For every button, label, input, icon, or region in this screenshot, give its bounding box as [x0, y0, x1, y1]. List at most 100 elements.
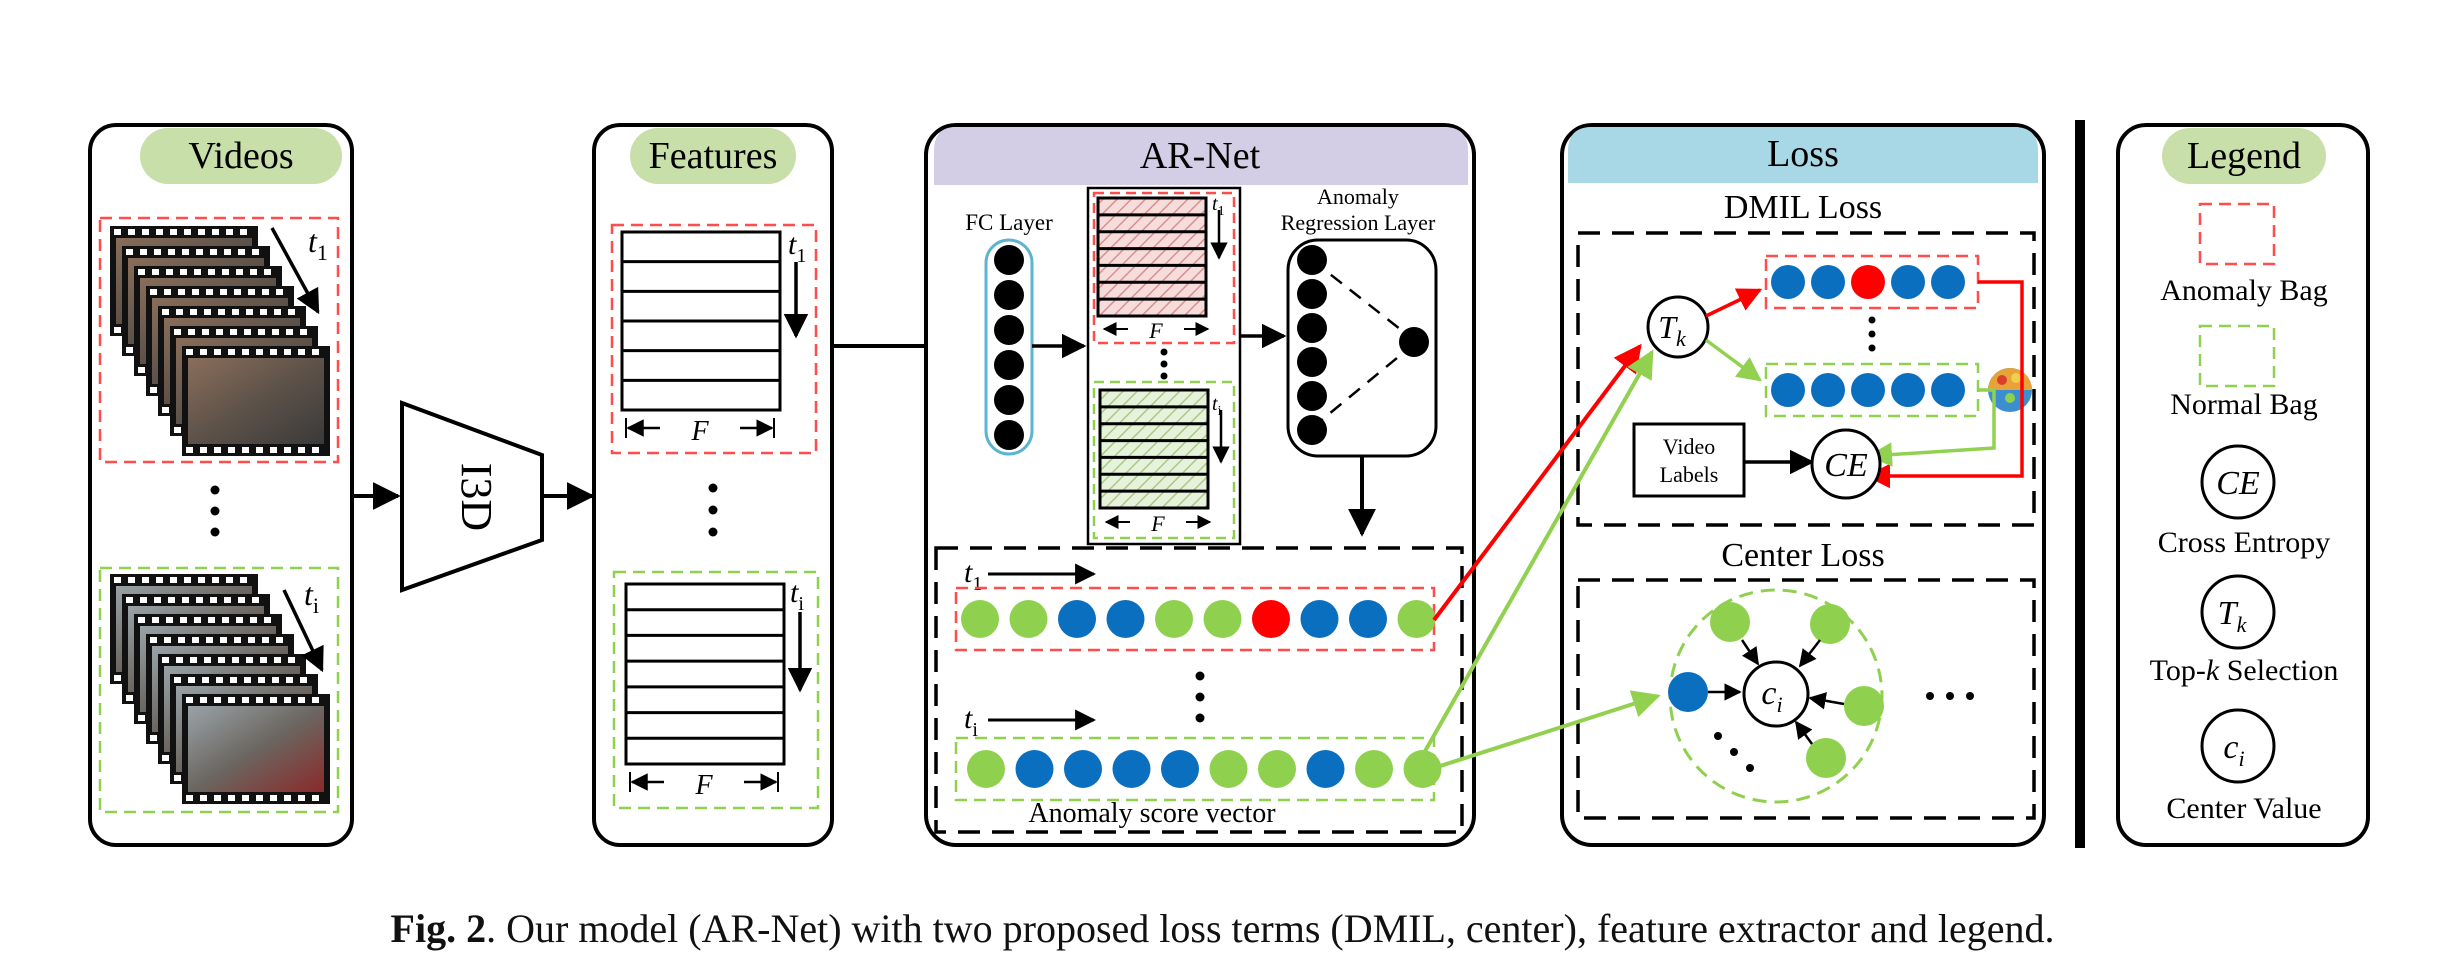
score-node	[1771, 373, 1805, 407]
normal-bag-video	[98, 566, 340, 814]
center-loss-area	[1576, 578, 2036, 820]
figure-caption: Fig. 2. Our model (AR-Net) with two prop…	[0, 905, 2445, 952]
svg-text:t1: t1	[964, 556, 982, 595]
score-node	[1161, 750, 1199, 788]
features-title: Features	[649, 135, 778, 177]
regression-label-2: Regression Layer	[1281, 210, 1436, 235]
anomaly-score-bag	[954, 586, 1436, 652]
normal-to-center-arrow	[1433, 690, 1661, 770]
neuron	[994, 385, 1024, 415]
loss-panel: Loss DMIL Loss Tk Video La	[1560, 123, 2046, 847]
feature-width-top: F	[625, 416, 775, 447]
score-vector-label: Anomaly score vector	[1028, 798, 1276, 829]
svg-text:ci: ci	[2223, 729, 2244, 771]
neuron	[994, 420, 1024, 450]
score-node	[1112, 750, 1151, 788]
svg-text:F: F	[694, 770, 713, 801]
center-members	[1668, 602, 1974, 778]
fc-layer-nodes	[994, 245, 1024, 450]
svg-text:F: F	[1148, 318, 1163, 343]
feature-ti-label: ti	[790, 576, 804, 615]
legend-title: Legend	[2187, 135, 2301, 177]
legend-tk-symbol	[2200, 574, 2276, 650]
score-node	[1891, 265, 1925, 299]
legend-ce-label: Cross Entropy	[2158, 526, 2331, 559]
dmil-normal-nodes	[1771, 373, 1965, 407]
legend-ci-label: Center Value	[2166, 792, 2321, 825]
svg-text:ti: ti	[1212, 393, 1222, 419]
svg-text:ti: ti	[964, 702, 978, 741]
score-node	[1058, 600, 1096, 638]
i3d-label: I3D	[452, 463, 501, 531]
regression-label-1: Anomaly	[1317, 184, 1399, 209]
anomaly-video-stack	[110, 226, 330, 456]
score-node	[1155, 600, 1193, 638]
legend-ci-symbol	[2200, 708, 2276, 784]
svg-text:CE: CE	[1824, 447, 1868, 484]
feature-matrix-anomaly	[620, 230, 782, 412]
legend-normal-label: Normal Bag	[2170, 388, 2317, 421]
hidden-width-top: F	[1102, 318, 1210, 343]
neuron	[994, 315, 1024, 345]
videos-ellipsis	[210, 485, 220, 537]
score-node	[1355, 750, 1393, 788]
caption-label: Fig. 2	[390, 906, 487, 951]
neuron	[1297, 381, 1327, 411]
anomaly-bag-features	[610, 223, 818, 455]
score-node	[1009, 600, 1048, 638]
normal-bag-features	[612, 570, 820, 810]
normal-score-nodes	[967, 750, 1442, 788]
score-node	[1306, 750, 1345, 788]
score-node	[1891, 373, 1925, 407]
anomaly-bag-video	[98, 216, 340, 464]
svg-text:Video: Video	[1663, 434, 1715, 459]
legend-anomaly-label: Anomaly Bag	[2160, 274, 2327, 307]
videos-title: Videos	[188, 135, 293, 177]
hidden-matrix-anomaly	[1096, 196, 1208, 318]
score-node	[1811, 265, 1845, 299]
neuron	[1297, 347, 1327, 377]
center-node	[1742, 660, 1810, 728]
score-node	[1015, 750, 1054, 788]
center-loss-label: Center Loss	[1721, 537, 1884, 574]
score-node	[1300, 600, 1339, 638]
hidden-width-bottom: F	[1104, 511, 1212, 536]
fc-layer-label: FC Layer	[965, 210, 1053, 235]
svg-text:Tk: Tk	[1658, 309, 1687, 351]
score-node	[1252, 600, 1290, 638]
score-node	[1397, 600, 1436, 638]
features-ellipsis	[708, 483, 718, 537]
score-node	[1403, 750, 1442, 788]
separator-bar	[2075, 120, 2085, 848]
feature-width-bottom: F	[629, 770, 779, 801]
neuron	[994, 245, 1024, 275]
neuron	[1297, 279, 1327, 309]
legend-normal-swatch	[2198, 324, 2276, 388]
hidden-matrix-normal	[1098, 388, 1210, 510]
score-node	[1931, 373, 1965, 407]
videos-panel: Videos t1 ti	[88, 123, 354, 847]
neuron	[994, 350, 1024, 380]
arnet-title: AR-Net	[1140, 135, 1261, 177]
topk-node	[1646, 295, 1710, 359]
arnet-panel: AR-Net FC Layer t1 F ti F	[924, 123, 1476, 847]
score-node	[1851, 373, 1885, 407]
video-labels-box	[1632, 422, 1746, 498]
score-node	[1851, 265, 1885, 299]
neuron	[994, 280, 1024, 310]
anomaly-to-topk-arrow	[1432, 343, 1642, 622]
neuron	[1297, 313, 1327, 343]
feature-matrix-normal	[624, 582, 786, 766]
cross-entropy-node	[1810, 428, 1882, 500]
svg-text:Tk: Tk	[2218, 595, 2248, 637]
dmil-ellipsis	[1868, 316, 1876, 352]
svg-text:F: F	[690, 416, 709, 447]
loss-title: Loss	[1767, 133, 1839, 175]
normal-score-bag	[954, 736, 1436, 802]
score-node	[1064, 750, 1102, 788]
video-ti-label: ti	[304, 576, 319, 618]
legend-anomaly-swatch	[2198, 202, 2276, 266]
score-node	[967, 750, 1005, 788]
score-node	[1811, 373, 1845, 407]
